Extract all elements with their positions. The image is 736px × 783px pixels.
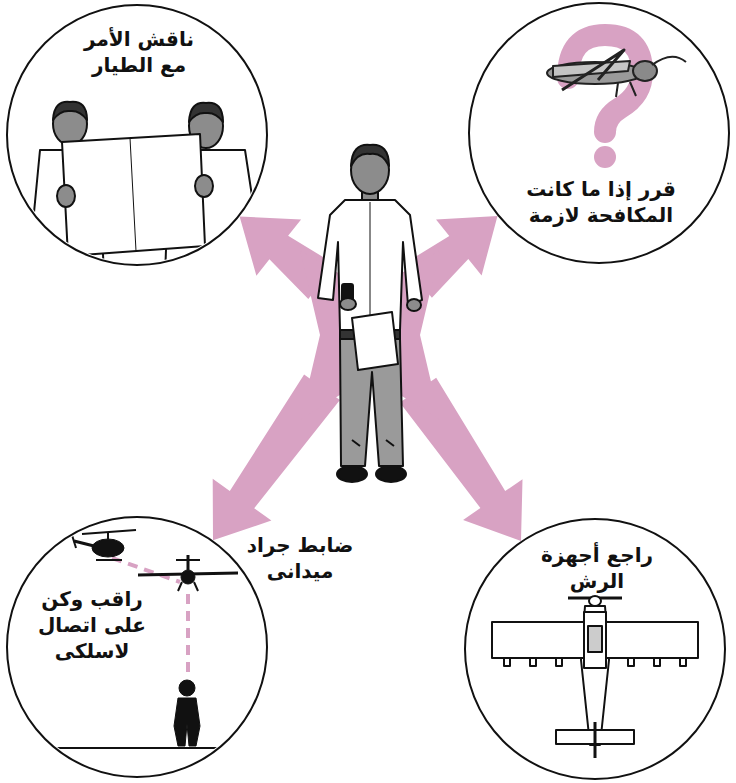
locust-question-picture-part [547,50,686,97]
spray-aircraft-picture-part-part [628,658,634,666]
radio-watch-picture-part-part [176,559,200,561]
node-label: ناقش الأمر مع الطيار [76,26,202,78]
radio-watch-picture-part [72,530,238,746]
locust-question-picture-part [594,146,616,168]
officer-figure-part [318,200,422,330]
radio-watch-picture-part-part [72,535,76,548]
spray-aircraft-picture-part [492,622,698,658]
radio-watch-picture [0,530,280,748]
node-label: قرر إذا ما كانت المكافحة لازمة [511,176,691,228]
pilot-discussion-picture-part [205,255,262,261]
radio-watch-picture-part [186,594,190,676]
pilot-discussion-picture [28,102,264,275]
node-label: راجع أجهزة الرش [537,542,657,594]
officer-figure-part [340,298,356,310]
spray-aircraft-picture-part-part [504,658,510,666]
spray-aircraft-picture [492,596,698,758]
spray-aircraft-picture-part [588,626,602,652]
locust-question-picture [547,35,686,168]
locust-question-picture-part-part [652,57,686,65]
locust-question-picture-part-part [547,62,643,84]
officer-figure-part [352,440,394,446]
pilot-discussion-picture-part [130,138,136,251]
locust-question-picture-part-part [553,61,630,77]
spray-aircraft-picture-part [594,722,597,758]
radio-watch-picture-part-part [181,570,195,584]
officer-figure-part [351,145,389,166]
spray-aircraft-picture-part-part [530,658,536,666]
task-circle: قرر إذا ما كانت المكافحة لازمة [468,2,730,264]
radio-watch-picture-part-part [96,559,122,561]
officer-figure-part [352,312,398,370]
locust-question-picture-part-part [616,82,636,97]
spray-aircraft-picture-part [504,658,686,666]
radio-watch-picture-part-part [107,533,109,539]
radio-watch-picture-part [112,558,180,582]
radio-watch-picture-part-part [187,555,190,570]
spray-aircraft-picture-part-part [680,658,686,666]
task-circle: راقب وكن على اتصال لاسلكى [6,516,268,778]
pilot-discussion-picture-part [53,102,87,120]
pilot-discussion-picture-part [57,185,75,207]
officer-figure-part [376,466,406,482]
radio-watch-picture-part-part [174,698,200,746]
radio-watch-picture-part-part [179,680,195,696]
officer-figure [318,145,422,482]
officer-figure-part [370,202,371,330]
node-label: ضابط جراد ميدانى [233,532,367,584]
node-label: راقب وكن على اتصال لاسلكى [22,586,162,664]
spray-aircraft-picture-part [584,612,606,668]
pilot-discussion-picture-part [62,134,205,256]
locust-question-picture-part-part [562,50,624,90]
radio-watch-picture-part-part [92,539,124,557]
radio-watch-picture-part [0,747,280,749]
officer-figure-part [407,299,421,311]
task-circle: ناقش الأمر مع الطيار [6,4,268,266]
officer-node: ضابط جراد ميدانى [322,145,418,495]
radio-watch-picture-part-part [178,582,198,591]
spray-aircraft-picture-part-part [654,658,660,666]
pilot-discussion-picture-part [195,175,213,197]
pilot-discussion-picture-part [189,103,223,122]
spray-aircraft-picture-part [589,596,601,606]
spray-aircraft-picture-part-part [556,658,562,666]
radio-watch-picture-part-part [74,541,94,546]
task-circle: راجع أجهزة الرش [464,518,726,780]
officer-figure-part [337,466,367,482]
